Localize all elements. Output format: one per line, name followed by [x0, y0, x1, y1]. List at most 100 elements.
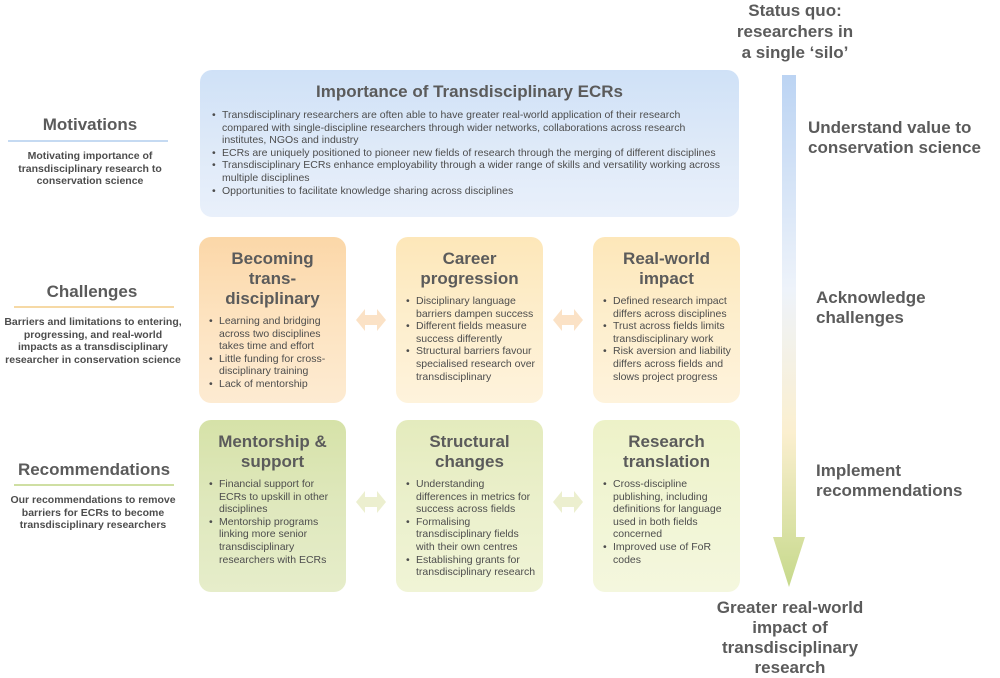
- outcome-line-4: research: [754, 658, 826, 677]
- title-line: Becoming: [231, 249, 314, 268]
- list-item: Formalising transdisciplinary fields wit…: [406, 516, 537, 554]
- motivations-desc-line-2: transdisciplinary research to: [18, 162, 162, 175]
- research-translation-box: Research translation Cross-discipline pu…: [593, 420, 740, 592]
- challenges-description: Barriers and limitations to entering, pr…: [0, 316, 186, 366]
- title-line: support: [240, 452, 305, 471]
- implement-line-1: Implement: [816, 461, 902, 480]
- mentorship-support-box: Mentorship & support Financial support f…: [199, 420, 346, 592]
- double-arrow-shape: [356, 309, 386, 331]
- list-item: Disciplinary language barriers dampen su…: [406, 295, 537, 320]
- title-line: Research: [628, 432, 705, 451]
- list-item: Risk aversion and liability differs acro…: [603, 345, 734, 383]
- title-line: translation: [623, 452, 710, 471]
- title-line: Career: [442, 249, 497, 268]
- box-title: Real-world impact: [593, 237, 740, 289]
- list-item: Mentorship programs linking more senior …: [209, 516, 340, 566]
- outcome-label: Greater real-world impact of transdiscip…: [690, 598, 890, 678]
- title-line: progression: [420, 269, 519, 288]
- box-title: Structural changes: [396, 420, 543, 472]
- box-title: Mentorship & support: [199, 420, 346, 472]
- list-item: Understanding differences in metrics for…: [406, 478, 537, 516]
- status-quo-line-3: a single ‘silo’: [741, 43, 849, 62]
- understand-line-2: conservation science: [808, 138, 981, 157]
- career-progression-box: Career progression Disciplinary language…: [396, 237, 543, 403]
- implement-recommendations-label: Implement recommendations: [816, 461, 962, 501]
- box-title: Career progression: [396, 237, 543, 289]
- understand-line-1: Understand value to: [808, 118, 972, 137]
- becoming-transdisciplinary-box: Becoming trans- disciplinary Learning an…: [199, 237, 346, 403]
- title-line: Real-world: [623, 249, 710, 268]
- list-item: Transdisciplinary ECRs enhance employabi…: [212, 159, 729, 184]
- list-item: Different fields measure success differe…: [406, 320, 537, 345]
- importance-bullet-list: Transdisciplinary researchers are often …: [200, 109, 739, 197]
- list-item: Defined research impact differs across d…: [603, 295, 734, 320]
- outcome-line-2: impact of: [752, 618, 828, 637]
- recommendations-title: Recommendations: [17, 460, 171, 479]
- recommendations-desc-line-1: Our recommendations to remove: [10, 494, 176, 506]
- title-line: trans-: [248, 269, 297, 288]
- importance-box-title: Importance of Transdisciplinary ECRs: [315, 82, 624, 101]
- importance-box: Importance of Transdisciplinary ECRs Tra…: [200, 70, 739, 217]
- outcome-line-1: Greater real-world: [716, 598, 864, 617]
- list-item: Cross-discipline publishing, including d…: [603, 478, 734, 541]
- understand-value-label: Understand value to conservation science: [808, 118, 981, 158]
- title-line: disciplinary: [225, 289, 320, 308]
- box-title: Research translation: [593, 420, 740, 472]
- recommendations-desc-line-3: transdisciplinary researchers: [19, 519, 167, 531]
- title-line: changes: [435, 452, 504, 471]
- recommendations-description: Our recommendations to remove barriers f…: [0, 494, 186, 532]
- list-item: Trust across fields limits transdiscipli…: [603, 320, 734, 345]
- challenges-desc-line-4: researcher in conservation science: [5, 353, 181, 366]
- motivations-desc-line-3: conservation science: [36, 175, 144, 187]
- list-item: Opportunities to facilitate knowledge sh…: [212, 185, 729, 198]
- list-item: Transdisciplinary researchers are often …: [212, 109, 729, 147]
- implement-line-2: recommendations: [816, 481, 963, 500]
- challenges-divider: [14, 306, 174, 308]
- challenges-desc-line-2: progressing, and real-world: [23, 328, 163, 341]
- double-arrow-icon: [553, 309, 583, 331]
- double-arrow-shape: [356, 491, 386, 513]
- double-arrow-shape: [553, 491, 583, 513]
- list-item: Improved use of FoR codes: [603, 541, 734, 566]
- structural-changes-box: Structural changes Understanding differe…: [396, 420, 543, 592]
- motivations-divider: [8, 140, 168, 142]
- double-arrow-icon: [553, 491, 583, 513]
- status-quo-line-1: Status quo:: [748, 1, 842, 20]
- title-line: impact: [639, 269, 694, 288]
- motivations-title: Motivations: [42, 115, 138, 134]
- bullet-list: Disciplinary language barriers dampen su…: [396, 295, 543, 383]
- bullet-list: Financial support for ECRs to upskill in…: [199, 478, 346, 566]
- double-arrow-icon: [356, 309, 386, 331]
- acknowledge-challenges-label: Acknowledge challenges: [816, 288, 926, 328]
- recommendations-desc-line-2: barriers for ECRs to become: [21, 506, 165, 519]
- outcome-line-3: transdisciplinary: [721, 638, 859, 657]
- bullet-list: Understanding differences in metrics for…: [396, 478, 543, 579]
- motivations-description: Motivating importance of transdisciplina…: [0, 150, 180, 188]
- list-item: Financial support for ECRs to upskill in…: [209, 478, 340, 516]
- status-quo-label: Status quo: researchers in a single ‘sil…: [700, 0, 890, 63]
- box-title: Becoming trans- disciplinary: [199, 237, 346, 309]
- status-quo-line-2: researchers in: [736, 22, 854, 41]
- title-line: Structural: [429, 432, 510, 451]
- double-arrow-icon: [356, 491, 386, 513]
- list-item: ECRs are uniquely positioned to pioneer …: [212, 147, 729, 160]
- acknowledge-line-1: Acknowledge: [816, 288, 926, 307]
- challenges-title: Challenges: [46, 282, 138, 301]
- challenges-desc-line-3: impacts as a transdisciplinary: [18, 341, 168, 353]
- bullet-list: Learning and bridging across two discipl…: [199, 315, 346, 391]
- list-item: Little funding for cross-disciplinary tr…: [209, 353, 340, 378]
- list-item: Lack of mentorship: [209, 378, 340, 391]
- acknowledge-line-2: challenges: [816, 308, 904, 327]
- progress-arrow: [773, 75, 805, 587]
- title-line: Mentorship &: [218, 432, 327, 451]
- list-item: Learning and bridging across two discipl…: [209, 315, 340, 353]
- motivations-desc-line-1: Motivating importance of: [27, 150, 153, 162]
- list-item: Structural barriers favour specialised r…: [406, 345, 537, 383]
- bullet-list: Cross-discipline publishing, including d…: [593, 478, 740, 566]
- bullet-list: Defined research impact differs across d…: [593, 295, 740, 383]
- real-world-impact-box: Real-world impact Defined research impac…: [593, 237, 740, 403]
- list-item: Establishing grants for transdisciplinar…: [406, 554, 537, 579]
- progress-arrow-shape: [773, 75, 805, 587]
- recommendations-divider: [14, 484, 174, 486]
- double-arrow-shape: [553, 309, 583, 331]
